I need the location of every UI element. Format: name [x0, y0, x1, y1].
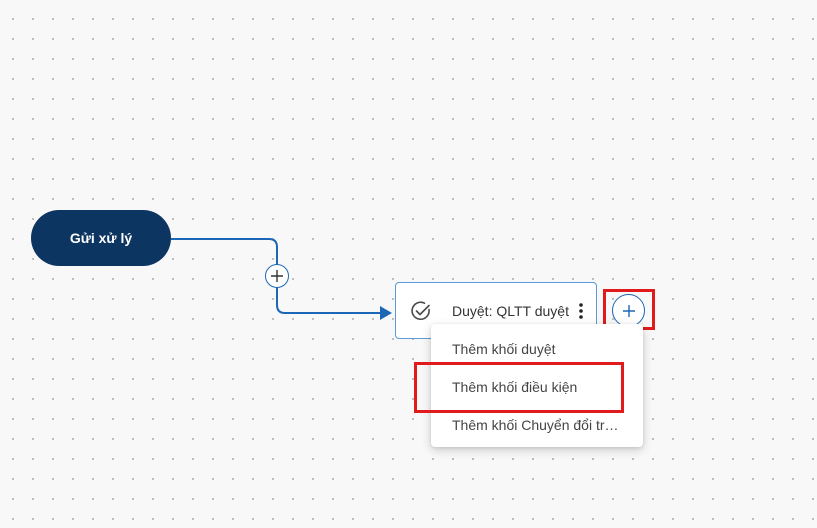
check-circle-icon [411, 301, 430, 321]
plus-icon [622, 304, 635, 317]
connector-arrow [380, 306, 392, 320]
start-node-label: Gửi xử lý [69, 230, 133, 246]
add-block-dropdown-menu: Thêm khối duyệt Thêm khối điều kiện Thêm… [431, 324, 643, 447]
more-vertical-icon[interactable] [576, 302, 586, 320]
start-node-send-processing[interactable]: Gửi xử lý [31, 210, 171, 266]
menu-item-add-approval-block[interactable]: Thêm khối duyệt [452, 341, 556, 357]
plus-icon [271, 270, 283, 282]
approve-node-label: Duyệt: QLTT duyệt [452, 303, 569, 319]
menu-item-add-condition-block[interactable]: Thêm khối điều kiện [452, 379, 578, 395]
menu-item-add-transition-block[interactable]: Thêm khối Chuyển đổi trư… [452, 417, 628, 433]
add-step-between-button[interactable] [265, 264, 289, 288]
add-next-step-button[interactable] [612, 294, 645, 327]
